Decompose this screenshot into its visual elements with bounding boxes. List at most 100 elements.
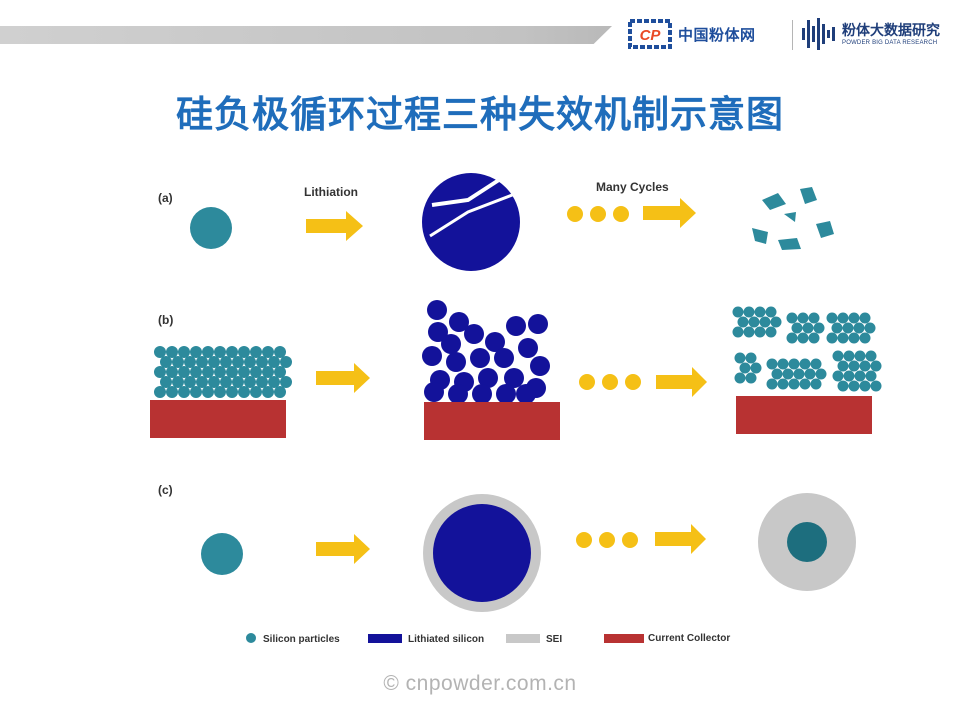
particle xyxy=(422,346,442,366)
particle xyxy=(160,376,172,388)
brand-cnpowder[interactable]: CP 中国粉体网 xyxy=(628,16,788,52)
particle xyxy=(238,346,250,358)
particle xyxy=(449,312,469,332)
legend-label-silicon: Silicon particles xyxy=(263,634,340,645)
brand-left-name: 中国粉体网 xyxy=(678,27,756,44)
particle xyxy=(859,312,871,324)
particle xyxy=(854,370,866,382)
particle xyxy=(854,350,866,362)
particle xyxy=(244,356,256,368)
particle xyxy=(190,366,202,378)
particle xyxy=(280,376,292,388)
lithiated-particle-with-sei xyxy=(423,494,541,612)
legend-marker-lithiated xyxy=(368,634,402,643)
particle xyxy=(178,386,190,398)
particle xyxy=(154,346,166,358)
lithiation-arrow xyxy=(306,211,363,241)
particle xyxy=(441,334,461,354)
brand-right-name: 粉体大数据研究 xyxy=(842,22,940,38)
particle xyxy=(202,346,214,358)
particle xyxy=(754,306,766,318)
particle xyxy=(848,380,860,392)
particle xyxy=(865,370,877,382)
particle xyxy=(202,386,214,398)
particle xyxy=(826,312,838,324)
particle xyxy=(268,376,280,388)
brand-powder-big-data[interactable]: 粉体大数据研究 POWDER BIG DATA RESEARCH xyxy=(800,14,950,54)
particle xyxy=(256,356,268,368)
particle xyxy=(848,332,860,344)
particle xyxy=(178,346,190,358)
particle xyxy=(765,306,777,318)
particle xyxy=(274,386,286,398)
particle xyxy=(770,316,782,328)
particle xyxy=(804,368,816,380)
particle xyxy=(238,366,250,378)
particle xyxy=(837,360,849,372)
legend-label-collector: Current Collector xyxy=(648,633,730,644)
particle xyxy=(274,366,286,378)
particle xyxy=(786,312,798,324)
particle xyxy=(777,358,789,370)
header-bar xyxy=(0,26,612,44)
lithiation-label: Lithiation xyxy=(304,185,358,199)
particle xyxy=(865,350,877,362)
cycle-dots-c xyxy=(576,532,638,548)
particle xyxy=(196,376,208,388)
particle xyxy=(238,386,250,398)
particle xyxy=(485,332,505,352)
silicon-film-initial xyxy=(154,346,292,398)
particle xyxy=(220,356,232,368)
particle xyxy=(843,350,855,362)
particle xyxy=(853,322,865,334)
particle xyxy=(446,352,466,372)
particle xyxy=(832,350,844,362)
particle xyxy=(745,352,757,364)
particle xyxy=(166,386,178,398)
particle xyxy=(184,376,196,388)
particle xyxy=(472,384,492,404)
particle xyxy=(864,322,876,334)
particle xyxy=(750,362,762,374)
legend-marker-collector xyxy=(604,634,644,643)
particle xyxy=(160,356,172,368)
particle xyxy=(732,306,744,318)
particle xyxy=(256,376,268,388)
particle xyxy=(190,386,202,398)
cycle-arrow xyxy=(643,198,696,228)
particle xyxy=(178,366,190,378)
legend-label-sei: SEI xyxy=(546,634,562,645)
particle xyxy=(516,384,536,404)
page-title: 硅负极循环过程三种失效机制示意图 xyxy=(176,94,784,135)
particle xyxy=(226,346,238,358)
particle xyxy=(797,332,809,344)
legend-marker-silicon xyxy=(246,633,256,643)
particle xyxy=(464,324,484,344)
watermark: © cnpowder.com.cn xyxy=(383,672,577,695)
legend-marker-sei xyxy=(506,634,540,643)
particle xyxy=(842,322,854,334)
particle xyxy=(214,346,226,358)
particle xyxy=(172,376,184,388)
particle xyxy=(791,322,803,334)
particle xyxy=(837,312,849,324)
lithiation-arrow-c xyxy=(316,534,370,564)
particle xyxy=(766,358,778,370)
particle xyxy=(202,366,214,378)
particle xyxy=(478,368,498,388)
particle xyxy=(745,372,757,384)
particle xyxy=(214,366,226,378)
panel-label-c: (c) xyxy=(158,483,173,497)
particle xyxy=(506,316,526,336)
particle xyxy=(262,346,274,358)
particle xyxy=(788,358,800,370)
particle xyxy=(739,362,751,374)
particle xyxy=(250,386,262,398)
legend-label-lithiated: Lithiated silicon xyxy=(408,634,484,645)
silicon-particle xyxy=(190,207,232,249)
particle xyxy=(771,368,783,380)
particle xyxy=(808,332,820,344)
particle xyxy=(793,368,805,380)
particle xyxy=(831,322,843,334)
particle xyxy=(734,352,746,364)
